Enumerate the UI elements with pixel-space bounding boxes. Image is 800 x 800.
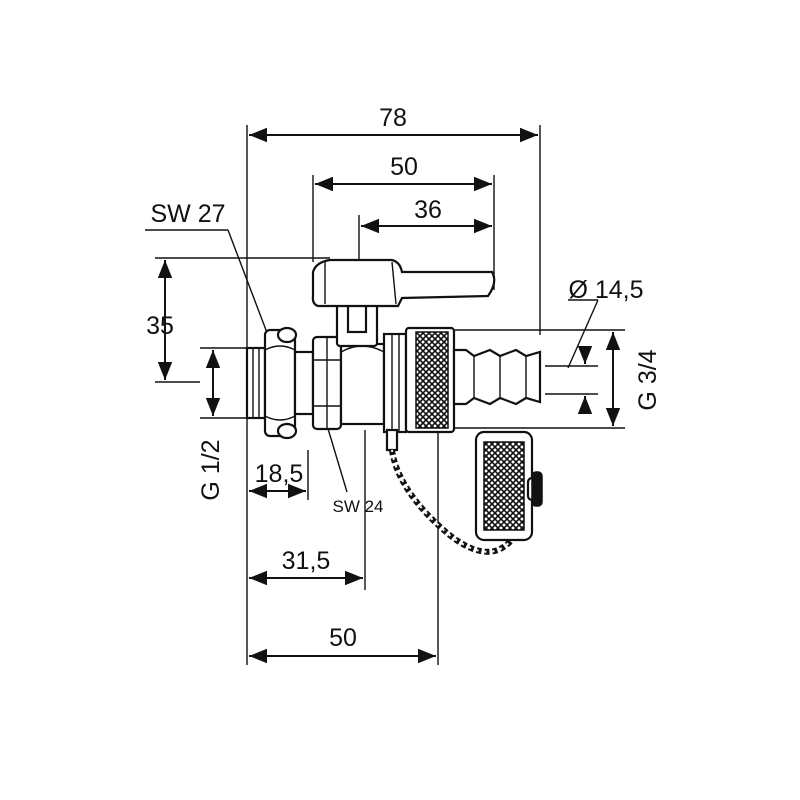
- dim-to-hex-length: 31,5: [282, 547, 331, 575]
- dim-to-nut-length: 50: [329, 624, 357, 652]
- dim-thread-outlet: G 3/4: [634, 349, 662, 410]
- dim-handle-span: 50: [390, 153, 418, 181]
- valve-body: [245, 326, 542, 440]
- extension-lines: [155, 125, 625, 665]
- dim-handle-offset: 36: [414, 196, 442, 224]
- dim-hex-left: SW 27: [150, 200, 225, 228]
- dimension-lines: [157, 127, 621, 664]
- dim-overall-length: 78: [379, 104, 407, 132]
- dim-thread-inlet: G 1/2: [197, 439, 225, 500]
- dim-hose-diameter: Ø 14,5: [568, 276, 643, 304]
- dust-cap: [474, 430, 543, 542]
- lever-handle: [311, 258, 496, 348]
- dim-inlet-length: 18,5: [255, 460, 304, 488]
- dim-height: 35: [146, 312, 174, 340]
- dim-hex-right: SW 24: [332, 497, 383, 516]
